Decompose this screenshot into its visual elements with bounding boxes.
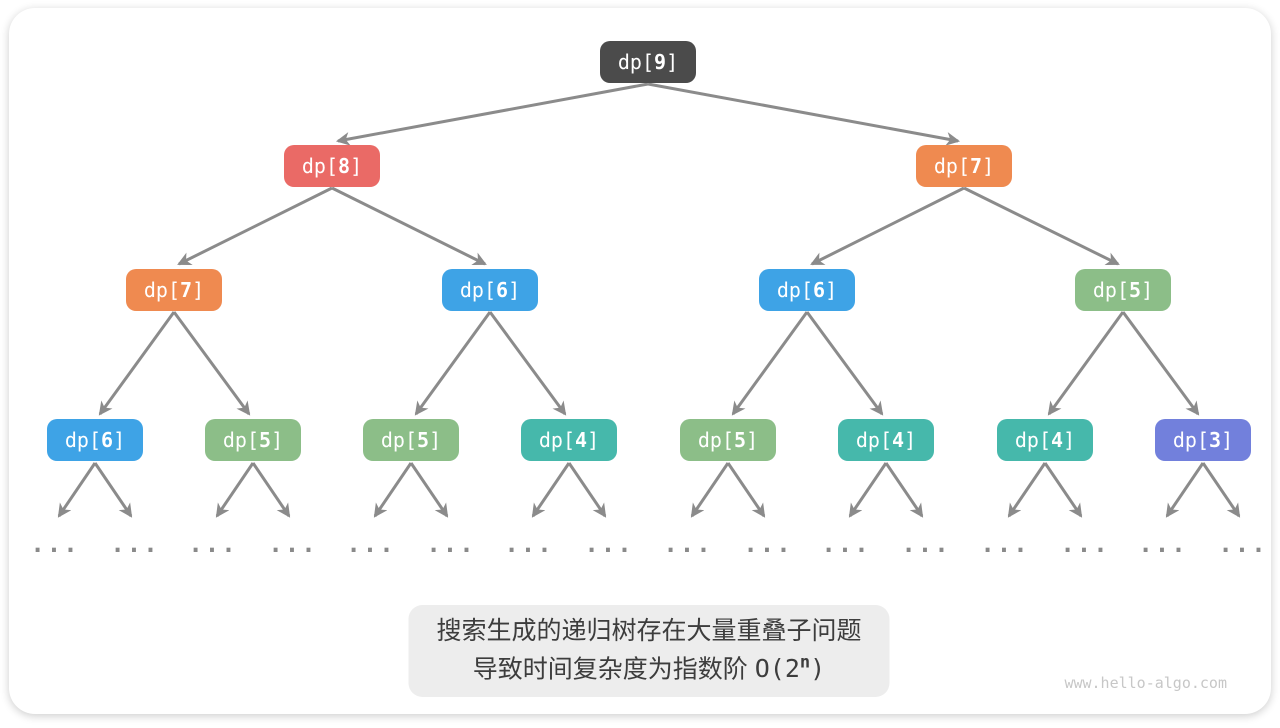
tree-node-dp5: dp[5] [363,419,459,461]
tree-node-dp6: dp[6] [759,269,855,311]
node-label-prefix: dp[ [381,428,417,452]
ellipsis: ... [894,530,958,558]
ellipsis: ... [814,530,878,558]
ellipsis: ... [103,530,167,558]
tree-node-dp4: dp[4] [521,419,617,461]
ellipsis: ... [973,530,1037,558]
formula-close: ) [810,654,825,683]
node-label-value: 4 [892,428,904,452]
node-label-prefix: dp[ [698,428,734,452]
node-label-suffix: ] [1063,428,1075,452]
ellipsis: ... [23,530,87,558]
node-label-prefix: dp[ [777,278,813,302]
node-label-suffix: ] [982,154,994,178]
tree-node-dp4: dp[4] [838,419,934,461]
node-label-prefix: dp[ [302,154,338,178]
formula-open: O(2 [755,654,800,683]
node-label-suffix: ] [904,428,916,452]
node-label-suffix: ] [350,154,362,178]
node-label-value: 6 [101,428,113,452]
node-label-value: 5 [1129,278,1141,302]
node-label-value: 5 [417,428,429,452]
tree-node-dp5: dp[5] [1075,269,1171,311]
node-label-value: 7 [180,278,192,302]
caption-line2-text: 导致时间复杂度为指数阶 [473,655,755,683]
node-label-prefix: dp[ [1015,428,1051,452]
tree-node-dp4: dp[4] [997,419,1093,461]
ellipsis: ... [577,530,641,558]
watermark: www.hello-algo.com [1064,674,1227,692]
node-label-suffix: ] [666,50,678,74]
tree-node-dp7: dp[7] [916,145,1012,187]
node-label-prefix: dp[ [223,428,259,452]
node-label-value: 6 [813,278,825,302]
ellipsis: ... [1211,530,1275,558]
node-label-suffix: ] [587,428,599,452]
node-label-value: 4 [1051,428,1063,452]
node-label-suffix: ] [508,278,520,302]
node-label-suffix: ] [271,428,283,452]
tree-node-dp9: dp[9] [600,41,696,83]
ellipsis: ... [339,530,403,558]
node-label-value: 6 [496,278,508,302]
tree-node-dp5: dp[5] [205,419,301,461]
node-label-suffix: ] [192,278,204,302]
tree-node-dp7: dp[7] [126,269,222,311]
node-label-suffix: ] [746,428,758,452]
node-label-value: 8 [338,154,350,178]
tree-node-dp8: dp[8] [284,145,380,187]
node-label-prefix: dp[ [934,154,970,178]
tree-node-dp6: dp[6] [47,419,143,461]
node-label-suffix: ] [113,428,125,452]
ellipsis: ... [736,530,800,558]
node-label-suffix: ] [825,278,837,302]
node-label-value: 4 [575,428,587,452]
caption-box: 搜索生成的递归树存在大量重叠子问题 导致时间复杂度为指数阶 O(2n) [408,605,889,697]
caption-line2: 导致时间复杂度为指数阶 O(2n) [436,647,861,685]
node-label-prefix: dp[ [65,428,101,452]
ellipsis: ... [497,530,561,558]
node-label-suffix: ] [1141,278,1153,302]
formula-exponent: n [800,653,810,673]
caption-line1: 搜索生成的递归树存在大量重叠子问题 [436,615,861,647]
tree-node-dp5: dp[5] [680,419,776,461]
node-label-value: 5 [259,428,271,452]
ellipsis: ... [1131,530,1195,558]
node-label-suffix: ] [429,428,441,452]
node-label-prefix: dp[ [460,278,496,302]
complexity-formula: O(2n) [755,654,825,683]
ellipsis: ... [419,530,483,558]
node-label-suffix: ] [1221,428,1233,452]
node-label-prefix: dp[ [1173,428,1209,452]
ellipsis: ... [656,530,720,558]
node-label-prefix: dp[ [1093,278,1129,302]
node-label-value: 9 [654,50,666,74]
node-label-prefix: dp[ [856,428,892,452]
node-label-value: 3 [1209,428,1221,452]
diagram-card: dp[9] dp[8] dp[7] dp[7] dp[6] dp[6] dp[5… [9,8,1271,714]
node-label-value: 5 [734,428,746,452]
node-label-prefix: dp[ [618,50,654,74]
node-label-value: 7 [970,154,982,178]
ellipsis: ... [1053,530,1117,558]
tree-node-dp3: dp[3] [1155,419,1251,461]
node-label-prefix: dp[ [539,428,575,452]
ellipsis: ... [261,530,325,558]
node-label-prefix: dp[ [144,278,180,302]
tree-node-dp6: dp[6] [442,269,538,311]
ellipsis: ... [181,530,245,558]
